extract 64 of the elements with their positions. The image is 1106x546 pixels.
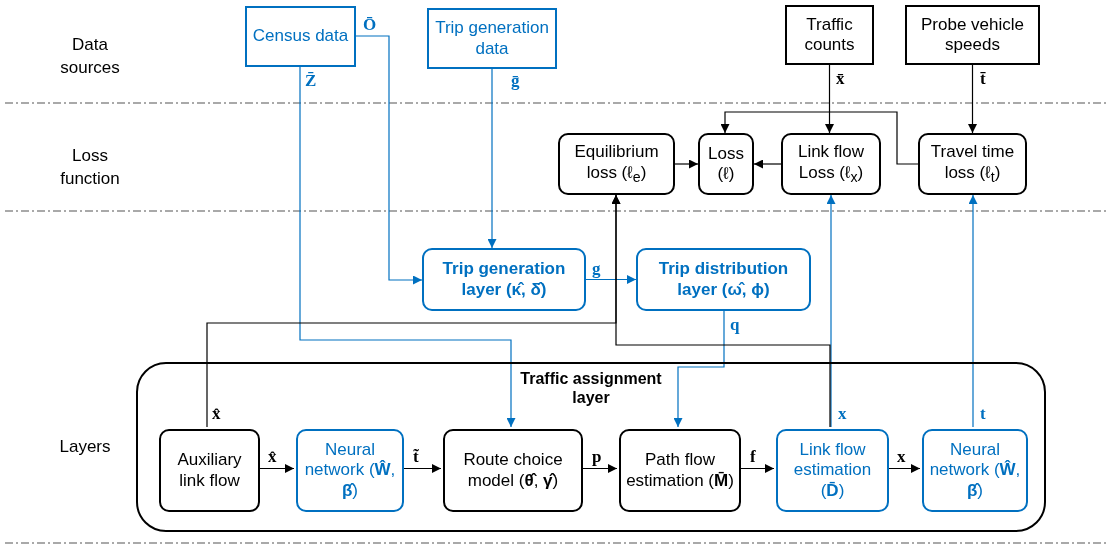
node-label: Link flow estimation (D̄)	[792, 439, 873, 502]
row-label: Layers	[58, 436, 112, 458]
node-label: Census data	[251, 26, 350, 47]
edge-label: t	[980, 405, 986, 422]
data-source-box	[905, 5, 1040, 65]
process-box	[781, 133, 881, 195]
node-label: Trip generation layer (κ̂, δ̂)	[441, 259, 567, 300]
edge-label: Z̄	[305, 72, 317, 89]
arrow	[673, 310, 725, 428]
edge-label: x̄	[836, 70, 845, 87]
process-box	[619, 429, 741, 512]
node-label: Neural network (Ŵ, β̂)	[928, 439, 1022, 502]
arrow	[825, 64, 834, 134]
layer-group-box	[136, 362, 1046, 532]
node-label: Link flow Loss (ℓ$_{x}$)	[796, 142, 866, 186]
arrow	[968, 64, 977, 134]
arrow	[826, 194, 836, 428]
arrow	[968, 194, 978, 428]
node-label: Trip distribution layer (ω̂, ϕ)	[657, 259, 790, 300]
arrow	[585, 275, 637, 284]
arrow	[299, 66, 516, 428]
node-label: Route choice model (θ̂, γ̂)	[462, 450, 564, 491]
data-source-box	[785, 5, 874, 65]
edge-label: ḡ	[511, 72, 520, 89]
edge-label: Ō	[363, 16, 377, 33]
edge-label: g	[592, 260, 601, 277]
node-label: Equilibrium loss (ℓ$_{e}$)	[573, 142, 660, 186]
node-label: Neural network (Ŵ, β̂)	[303, 439, 397, 502]
edge-label: x̂	[268, 448, 277, 465]
edge-label: x	[897, 448, 906, 465]
edge-label: x	[838, 405, 847, 422]
process-box	[296, 429, 404, 512]
process-box	[558, 133, 675, 195]
edge-label: t̄	[980, 70, 986, 87]
arrow	[720, 111, 919, 165]
process-box	[159, 429, 260, 512]
data-source-box	[427, 8, 557, 69]
node-label: Loss (ℓ)	[707, 143, 745, 185]
node-label: Auxiliary link flow	[176, 450, 243, 491]
node-label: Probe vehicle speeds	[920, 14, 1025, 56]
arrow	[753, 159, 782, 169]
process-box	[918, 133, 1027, 195]
process-box	[422, 248, 586, 311]
data-source-box	[245, 6, 356, 67]
arrow	[355, 35, 423, 285]
edge-label: f	[750, 448, 756, 465]
row-label: Data sources	[59, 34, 121, 79]
process-box	[776, 429, 889, 512]
node-label: Travel time loss (ℓ$_{t}$)	[929, 142, 1016, 186]
edge-label: q	[730, 316, 740, 333]
node-label: Traffic counts	[803, 14, 856, 56]
arrow	[674, 159, 699, 169]
process-box	[698, 133, 754, 195]
node-label: Trip generation data	[434, 18, 550, 59]
process-box	[443, 429, 583, 512]
node-label: Path flow estimation (M̄)	[625, 450, 735, 491]
arrow	[487, 68, 497, 249]
arrow	[611, 194, 831, 428]
edge-label: x̂	[212, 405, 221, 422]
process-box	[636, 248, 811, 311]
row-label: Loss function	[59, 145, 121, 190]
edge-label: p	[592, 448, 602, 465]
edge-label: t̃	[413, 448, 419, 465]
process-box	[922, 429, 1028, 512]
